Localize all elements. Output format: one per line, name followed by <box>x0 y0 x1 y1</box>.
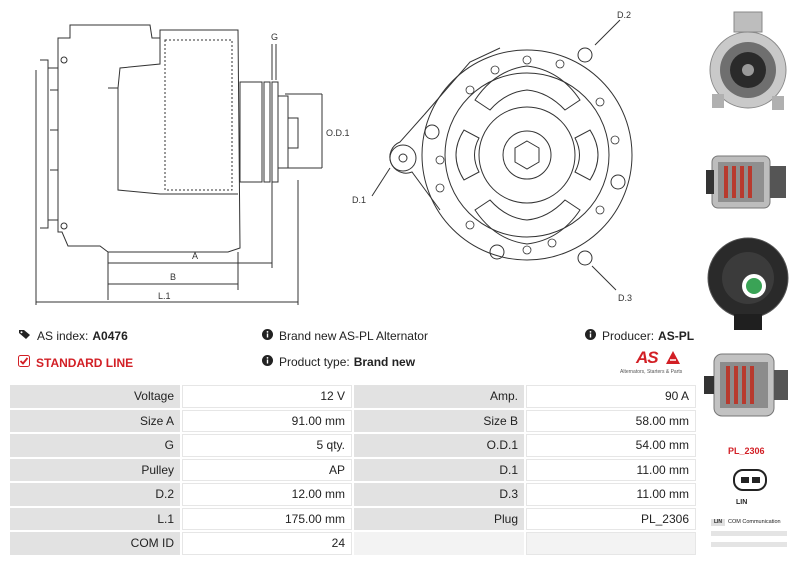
spec-label: O.D.1 <box>354 434 524 457</box>
tags-icon <box>18 329 31 343</box>
spec-value: 11.00 mm <box>526 458 696 481</box>
spec-value: PL_2306 <box>526 507 696 530</box>
spec-value: 90 A <box>526 385 696 408</box>
a-label: A <box>192 251 198 261</box>
spec-value: 24 <box>182 532 352 555</box>
plug-icon <box>733 469 767 491</box>
spec-label: Amp. <box>354 385 524 408</box>
d1-label: D.1 <box>352 195 366 205</box>
spec-value: AP <box>182 458 352 481</box>
od1-label: O.D.1 <box>326 128 350 138</box>
legend-text: COM Communication <box>728 519 781 525</box>
d2-label: D.2 <box>617 10 631 20</box>
spec-label: COM ID <box>10 532 180 555</box>
logo-text: AS <box>636 348 659 367</box>
d3-label: D.3 <box>618 293 632 303</box>
checkbox-checked-icon <box>18 355 30 370</box>
spec-label <box>354 532 524 555</box>
producer-label: Producer: <box>602 329 655 343</box>
spec-value: 175.00 mm <box>182 507 352 530</box>
standard-line-label: STANDARD LINE <box>36 355 134 370</box>
legend-placeholder-bar <box>711 530 787 536</box>
info-icon <box>262 355 273 369</box>
plug-lin-label: LIN <box>736 499 748 506</box>
product-type: Product type: Brand new <box>262 355 415 369</box>
spec-label: Size B <box>354 409 524 432</box>
b-label: B <box>170 272 176 282</box>
product-type-label: Product type: <box>279 355 350 369</box>
product-photo-rear <box>704 228 792 336</box>
as-index-value: A0476 <box>92 329 128 343</box>
legend-key: LIN <box>711 518 725 526</box>
product-photo-front <box>704 4 792 124</box>
info-icon <box>262 329 273 343</box>
spec-label: D.2 <box>10 483 180 506</box>
spec-label: Voltage <box>10 385 180 408</box>
spec-value: 58.00 mm <box>526 409 696 432</box>
product-photo-angle <box>704 340 792 430</box>
spec-label: G <box>10 434 180 457</box>
plug-legend: LIN COM Communication <box>711 518 787 551</box>
l1-label: L.1 <box>158 291 171 301</box>
spec-label: Size A <box>10 409 180 432</box>
legend-placeholder-bar <box>711 541 787 547</box>
producer-value: AS-PL <box>658 329 695 343</box>
spec-label: Pulley <box>10 458 180 481</box>
plug-code: PL_2306 <box>728 446 765 456</box>
spec-label: D.1 <box>354 458 524 481</box>
spec-value <box>526 532 696 555</box>
product-photo-side <box>704 136 792 222</box>
as-pl-logo: AS Alternators, Starters & Parts <box>620 348 690 378</box>
spec-label: Plug <box>354 507 524 530</box>
brand-new-info: Brand new AS-PL Alternator <box>262 329 428 343</box>
spec-value: 11.00 mm <box>526 483 696 506</box>
logo-mark-icon <box>666 351 680 364</box>
spec-value: 91.00 mm <box>182 409 352 432</box>
as-index-label: AS index: <box>37 329 89 343</box>
spec-label: D.3 <box>354 483 524 506</box>
g-label: G <box>271 32 278 42</box>
as-index: AS index: A0476 <box>18 329 128 343</box>
producer: Producer: AS-PL <box>585 329 694 343</box>
spec-label: L.1 <box>10 507 180 530</box>
standard-line: STANDARD LINE <box>18 355 133 370</box>
technical-drawing: G O.D.1 A B L.1 D.1 D.2 D.3 <box>35 10 633 305</box>
logo-tagline: Alternators, Starters & Parts <box>620 369 683 375</box>
product-type-value: Brand new <box>353 355 416 369</box>
spec-value: 5 qty. <box>182 434 352 457</box>
brand-new-text: Brand new AS-PL Alternator <box>279 329 428 343</box>
spec-value: 12.00 mm <box>182 483 352 506</box>
spec-value: 12 V <box>182 385 352 408</box>
info-icon <box>585 329 596 343</box>
spec-value: 54.00 mm <box>526 434 696 457</box>
